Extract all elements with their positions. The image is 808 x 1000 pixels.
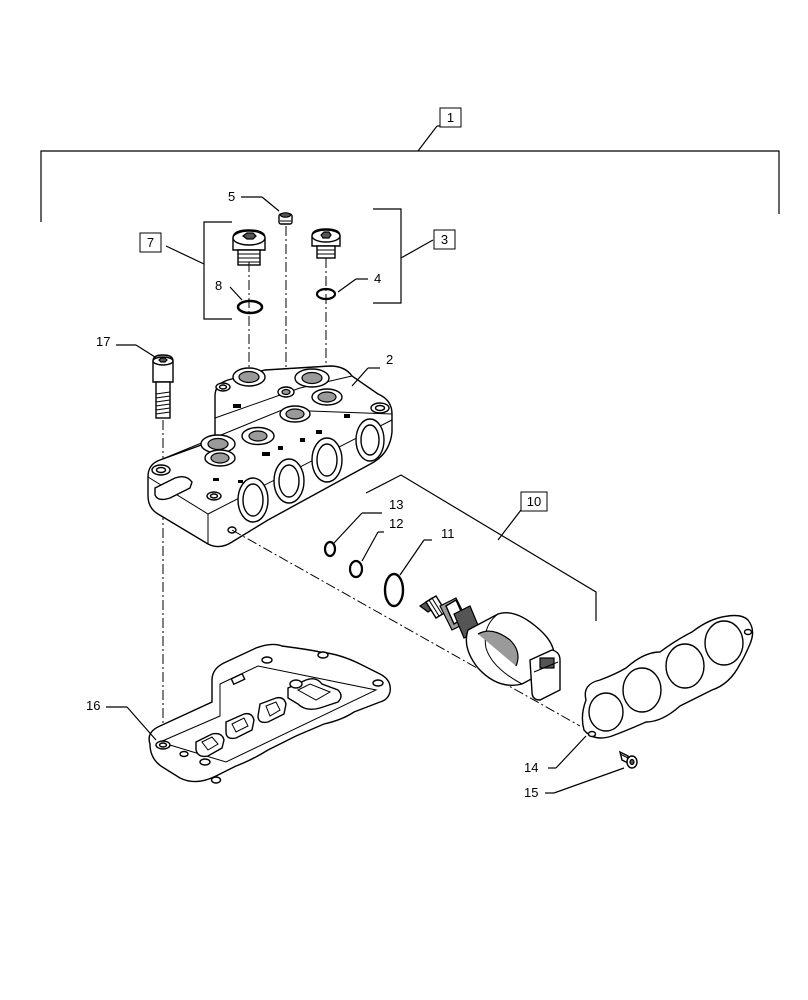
callout-label-1: 1 <box>447 110 454 125</box>
callout-label-11: 11 <box>441 526 455 541</box>
leader-17b <box>135 344 156 358</box>
medium-plug[interactable] <box>311 228 341 259</box>
valve-body-2[interactable] <box>147 365 393 548</box>
leader-5b <box>261 196 280 212</box>
plug-bracket-7 <box>165 221 232 320</box>
o-ring-11[interactable] <box>383 572 405 608</box>
callout-label-17: 17 <box>96 334 110 349</box>
callout-label-14: 14 <box>524 760 538 775</box>
callout-label-2: 2 <box>386 352 393 367</box>
callout-label-4: 4 <box>374 271 381 286</box>
leader-11 <box>399 539 425 576</box>
callout-label-10: 10 <box>527 494 541 509</box>
base-gasket-16[interactable] <box>148 643 391 784</box>
leader-14 <box>555 735 587 769</box>
large-plug[interactable] <box>232 229 266 266</box>
callout-label-3: 3 <box>441 232 448 247</box>
solenoid-bracket-10 <box>365 474 597 621</box>
gasket-plate-14[interactable] <box>581 614 754 739</box>
callout-label-12: 12 <box>389 516 403 531</box>
plug-bracket-3 <box>373 208 434 304</box>
leader-8 <box>229 286 243 301</box>
callout-label-8: 8 <box>215 278 222 293</box>
leader-4 <box>337 278 357 293</box>
callout-box-1[interactable]: 1 <box>439 107 462 128</box>
o-ring-12[interactable] <box>348 559 364 579</box>
callout-label-13: 13 <box>389 497 403 512</box>
solenoid-valve[interactable] <box>418 595 561 701</box>
callout-label-16: 16 <box>86 698 100 713</box>
leader-15 <box>553 767 625 794</box>
small-plug-5[interactable] <box>278 212 293 225</box>
o-ring-8[interactable] <box>236 299 264 315</box>
callout-label-15: 15 <box>524 785 538 800</box>
leader-2 <box>351 367 369 387</box>
centerline-solenoid <box>231 529 581 727</box>
leader-13 <box>333 512 363 544</box>
callout-box-10[interactable]: 10 <box>520 491 548 512</box>
bolt-17[interactable] <box>152 354 174 419</box>
callout-box-3[interactable]: 3 <box>433 229 456 250</box>
assembly-bracket <box>40 125 780 222</box>
callout-label-7: 7 <box>147 235 154 250</box>
screw-15[interactable] <box>618 750 638 769</box>
callout-box-7[interactable]: 7 <box>139 232 162 253</box>
callout-label-5: 5 <box>228 189 235 204</box>
o-ring-13[interactable] <box>323 540 337 558</box>
leader-12 <box>361 531 379 562</box>
leader-16b <box>126 706 157 741</box>
